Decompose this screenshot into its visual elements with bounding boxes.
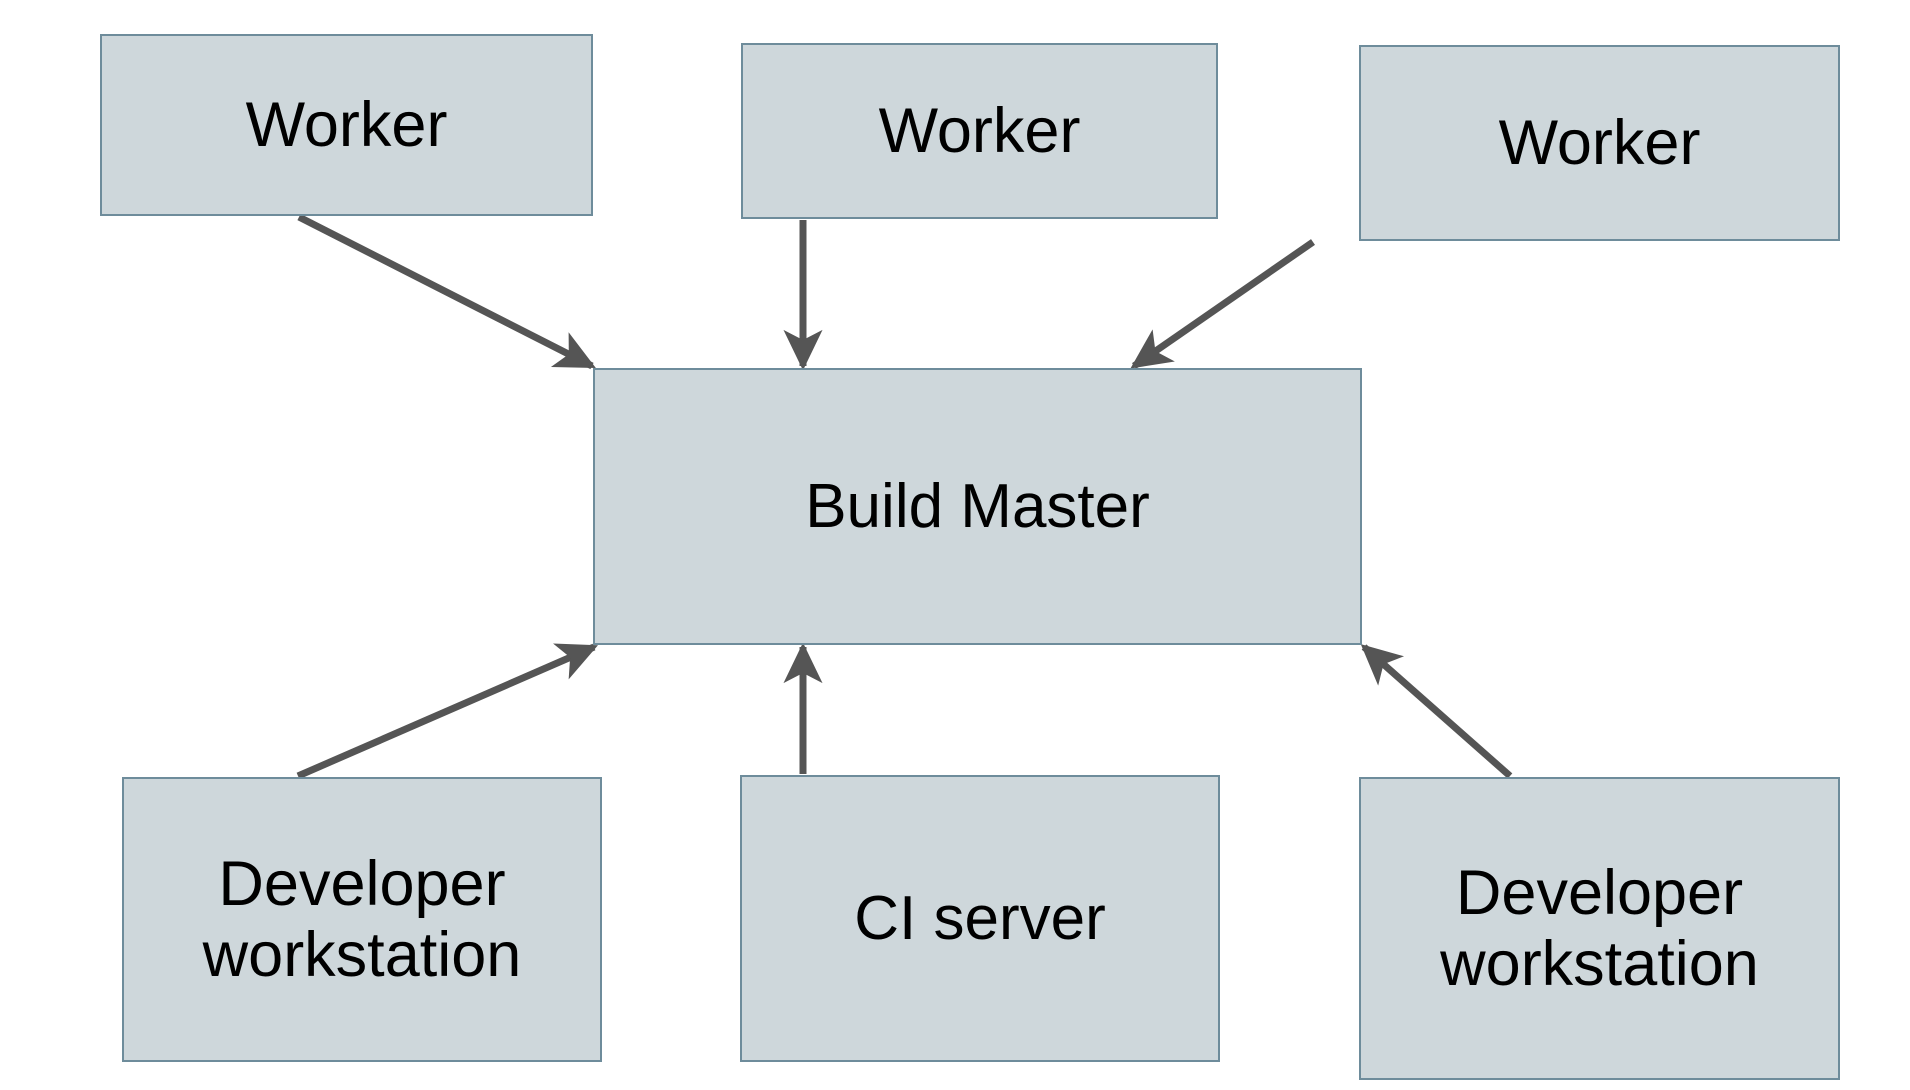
node-label-worker-1: Worker — [245, 89, 448, 160]
edge-worker-1-to-build-master — [297, 213, 596, 370]
edge-dev-right-to-build-master — [1360, 644, 1513, 779]
edge-dev-left-to-build-master — [296, 643, 598, 780]
node-developer-workstation-right[interactable]: Developer workstation — [1359, 777, 1840, 1080]
node-ci-server[interactable]: CI server — [740, 775, 1220, 1062]
node-label-build-master: Build Master — [805, 471, 1150, 541]
edge-worker-3-to-build-master — [1130, 239, 1315, 369]
node-worker-3[interactable]: Worker — [1359, 45, 1840, 241]
node-worker-2[interactable]: Worker — [741, 43, 1218, 219]
node-label-developer-workstation-right: Developer workstation — [1440, 857, 1759, 999]
node-label-ci-server: CI server — [854, 883, 1106, 953]
node-label-developer-workstation-left: Developer workstation — [202, 848, 522, 990]
node-build-master[interactable]: Build Master — [593, 368, 1362, 645]
node-worker-1[interactable]: Worker — [100, 34, 593, 216]
node-label-worker-2: Worker — [878, 95, 1081, 166]
node-label-worker-3: Worker — [1498, 107, 1701, 178]
node-developer-workstation-left[interactable]: Developer workstation — [122, 777, 602, 1062]
